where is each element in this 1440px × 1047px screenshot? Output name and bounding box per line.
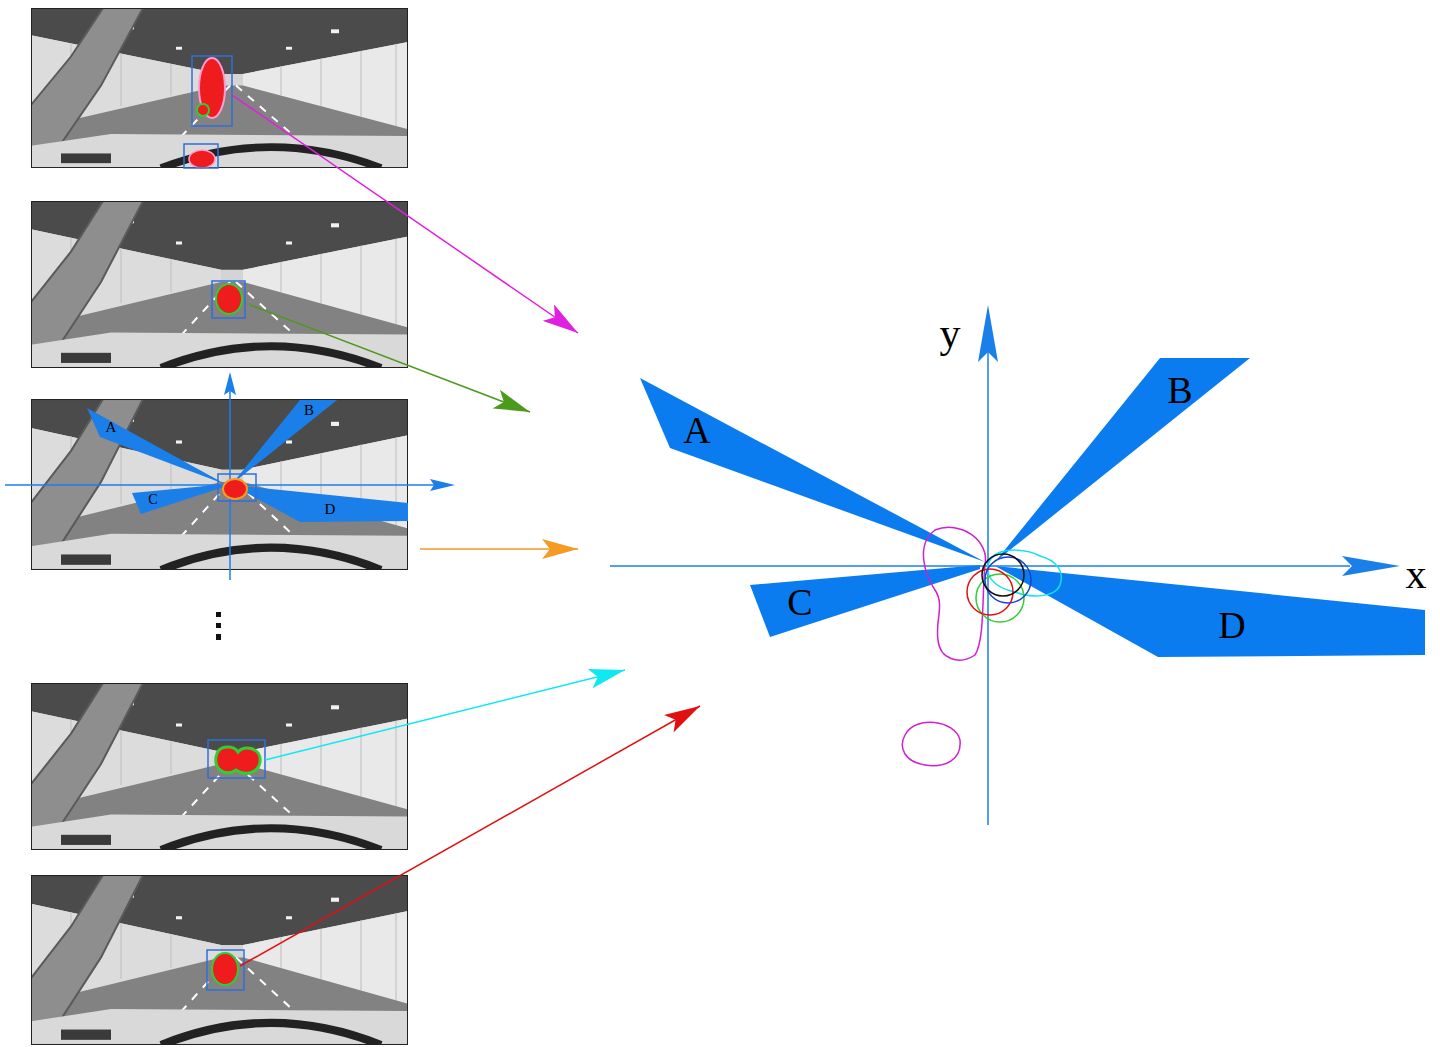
video-frame xyxy=(31,683,408,850)
video-frame xyxy=(31,875,408,1045)
mapping-arrow xyxy=(232,95,578,333)
art-rect xyxy=(216,612,221,617)
axis-line xyxy=(610,565,1350,567)
detection xyxy=(208,740,265,778)
axis-label: x xyxy=(1406,553,1427,595)
detection xyxy=(184,56,232,168)
region-letter: A xyxy=(106,420,117,435)
bounding-box xyxy=(218,474,256,501)
art-rect xyxy=(216,634,221,640)
region-letter: A xyxy=(683,411,710,449)
art-rect xyxy=(216,623,221,628)
bounding-box xyxy=(208,740,265,778)
region-wedge xyxy=(640,378,985,562)
mapping-arrow xyxy=(250,305,530,412)
saliency-blob xyxy=(189,150,215,168)
saliency-contour xyxy=(902,722,960,765)
region-wedge xyxy=(232,400,337,484)
region-wedges xyxy=(640,358,1425,657)
region-wedge xyxy=(995,358,1250,562)
bounding-box xyxy=(184,144,218,168)
axis-arrowhead xyxy=(224,372,236,395)
bounding-box xyxy=(192,56,232,126)
region-wedges-small xyxy=(87,400,408,522)
axis-arrowhead xyxy=(430,479,455,491)
mapping-arrow xyxy=(265,670,625,760)
saliency-blob xyxy=(197,104,209,116)
detection xyxy=(207,950,244,990)
axis-arrowhead xyxy=(978,305,998,362)
saliency-contour xyxy=(982,554,1024,596)
mapping-arrow xyxy=(240,706,700,966)
region-wedge xyxy=(750,565,980,637)
axes-small xyxy=(5,372,455,580)
video-frame xyxy=(31,201,408,368)
axis-line xyxy=(987,350,989,825)
axis-arrowhead xyxy=(1342,556,1400,576)
region-letter: D xyxy=(325,502,336,517)
saliency-blob xyxy=(212,953,238,985)
saliency-blob xyxy=(216,284,242,314)
contours xyxy=(902,527,1061,765)
mapping-arrow xyxy=(420,548,578,550)
region-letter: C xyxy=(787,583,812,621)
region-letter: C xyxy=(148,493,157,507)
region-wedge xyxy=(232,485,408,522)
detection xyxy=(218,474,256,501)
bounding-box xyxy=(207,950,244,990)
saliency-blob xyxy=(223,479,247,499)
region-wedge xyxy=(995,566,1425,657)
region-wedge xyxy=(132,484,227,514)
region-letter: D xyxy=(1218,606,1245,644)
ellipsis-dots xyxy=(216,612,221,640)
mapping-arrows xyxy=(232,95,700,966)
region-wedge xyxy=(87,408,227,485)
bounding-box xyxy=(212,281,245,318)
saliency-blob xyxy=(216,747,260,773)
region-letter: B xyxy=(1167,371,1192,409)
axis-label: y xyxy=(940,312,961,354)
detection xyxy=(212,281,245,318)
video-frame xyxy=(31,8,408,168)
region-letter: B xyxy=(304,403,314,418)
axes xyxy=(610,305,1400,825)
